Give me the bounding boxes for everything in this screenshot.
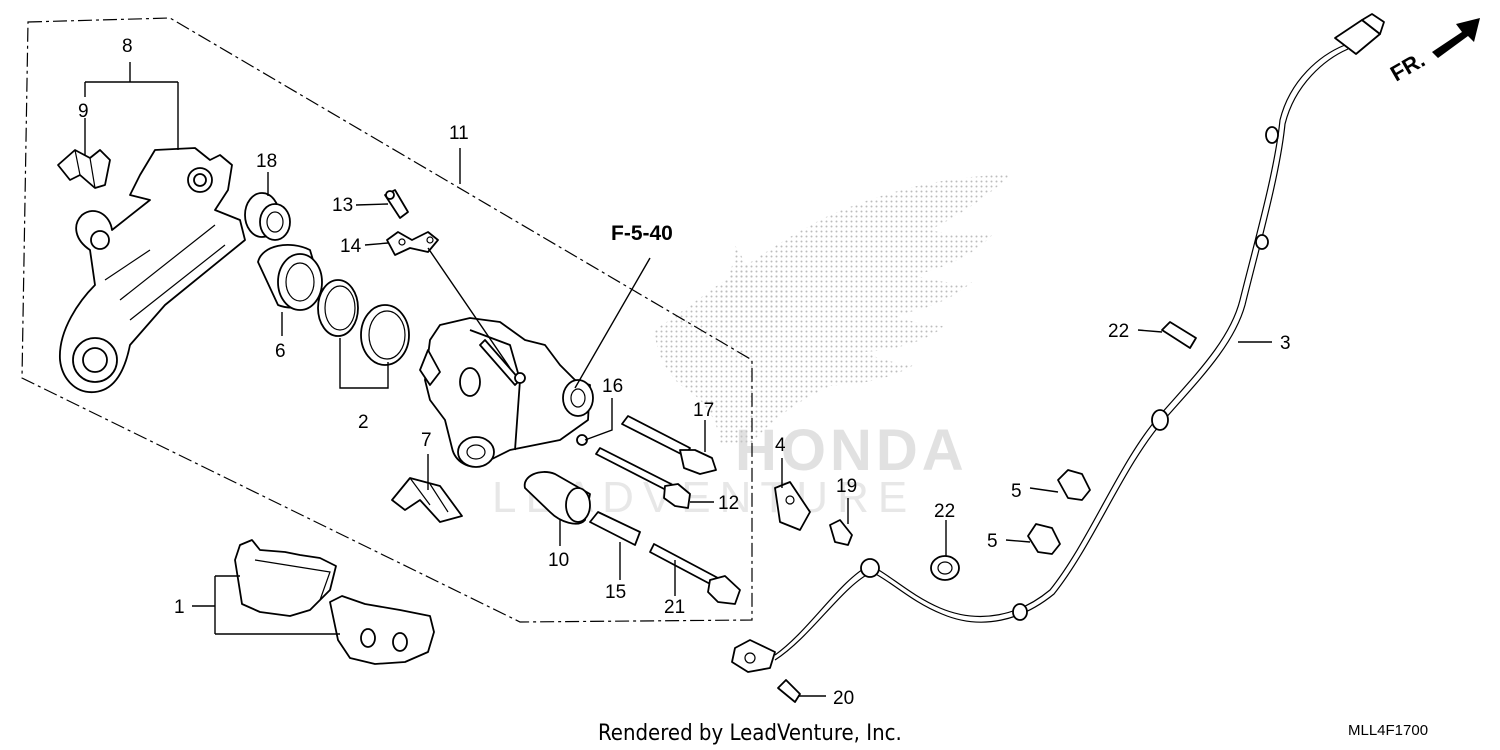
callout-5-upper[interactable]: 5 xyxy=(1011,481,1022,502)
footer-credit: Rendered by LeadVenture, Inc. xyxy=(598,721,902,746)
part-5-clamp-upper[interactable] xyxy=(1057,469,1091,501)
callout-8[interactable]: 8 xyxy=(122,36,133,57)
callout-22-lower[interactable]: 22 xyxy=(934,501,955,522)
part-17-pin[interactable] xyxy=(621,415,717,475)
part-13-bleeder[interactable] xyxy=(384,189,409,219)
watermark: HONDA LEADVENTURE xyxy=(492,175,1010,522)
part-1-pads[interactable] xyxy=(234,539,435,665)
part-12-pin[interactable] xyxy=(595,447,691,509)
part-19-bolt[interactable] xyxy=(829,519,853,546)
part-20-sensor[interactable] xyxy=(731,639,801,703)
front-direction-arrow: FR. xyxy=(1386,18,1480,86)
callout-17[interactable]: 17 xyxy=(693,400,714,421)
part-15-sleeve[interactable] xyxy=(589,511,641,546)
callout-13[interactable]: 13 xyxy=(332,195,353,216)
part-18-boot[interactable] xyxy=(244,192,291,241)
callout-15[interactable]: 15 xyxy=(605,582,626,603)
part-5-clamp-lower[interactable] xyxy=(1027,523,1061,555)
assembly-outline xyxy=(21,17,753,623)
part-10-boot[interactable] xyxy=(523,471,591,525)
callout-19[interactable]: 19 xyxy=(836,476,857,497)
part-22-clamp-lower[interactable] xyxy=(930,555,960,581)
watermark-brand: HONDA xyxy=(735,418,968,483)
part-2-seals[interactable] xyxy=(317,279,410,366)
part-8-bracket[interactable] xyxy=(59,147,246,393)
callout-4[interactable]: 4 xyxy=(775,435,786,456)
callout-18[interactable]: 18 xyxy=(256,151,277,172)
part-21-bolt[interactable] xyxy=(649,543,741,605)
callout-2[interactable]: 2 xyxy=(358,412,369,433)
watermark-wing xyxy=(655,175,1010,445)
callout-16[interactable]: 16 xyxy=(602,376,623,397)
part-3-sensor-wire[interactable] xyxy=(774,13,1385,661)
callout-22-upper[interactable]: 22 xyxy=(1108,321,1129,342)
callout-14[interactable]: 14 xyxy=(340,236,362,257)
callout-11[interactable]: 11 xyxy=(449,123,469,144)
part-7-spring[interactable] xyxy=(391,477,463,523)
callout-9[interactable]: 9 xyxy=(78,101,89,122)
fr-label: FR. xyxy=(1386,47,1429,86)
callout-20[interactable]: 20 xyxy=(833,688,854,709)
callout-12[interactable]: 12 xyxy=(718,493,739,514)
callout-3[interactable]: 3 xyxy=(1280,333,1291,354)
callout-1[interactable]: 1 xyxy=(174,597,185,618)
callout-21[interactable]: 21 xyxy=(664,597,685,618)
watermark-flame xyxy=(716,245,788,345)
leader-lines xyxy=(84,62,1272,697)
part-22-clip-upper[interactable] xyxy=(1161,321,1197,349)
callouts: 8 9 18 13 14 11 6 2 7 16 17 12 10 15 21 … xyxy=(78,36,1291,709)
part-14-cap[interactable] xyxy=(386,231,439,256)
diagram-code: MLL4F1700 xyxy=(1348,722,1428,739)
part-9-clip[interactable] xyxy=(57,149,111,189)
callout-5-lower[interactable]: 5 xyxy=(987,531,998,552)
reference-label[interactable]: F-5-40 xyxy=(611,222,673,245)
callout-6[interactable]: 6 xyxy=(275,341,286,362)
part-6-piston[interactable] xyxy=(257,243,323,311)
caliper-body[interactable] xyxy=(419,317,594,468)
callout-7[interactable]: 7 xyxy=(421,430,432,451)
arrow-icon xyxy=(1432,18,1480,58)
callout-10[interactable]: 10 xyxy=(548,550,569,571)
part-4-bracket[interactable] xyxy=(774,481,811,531)
